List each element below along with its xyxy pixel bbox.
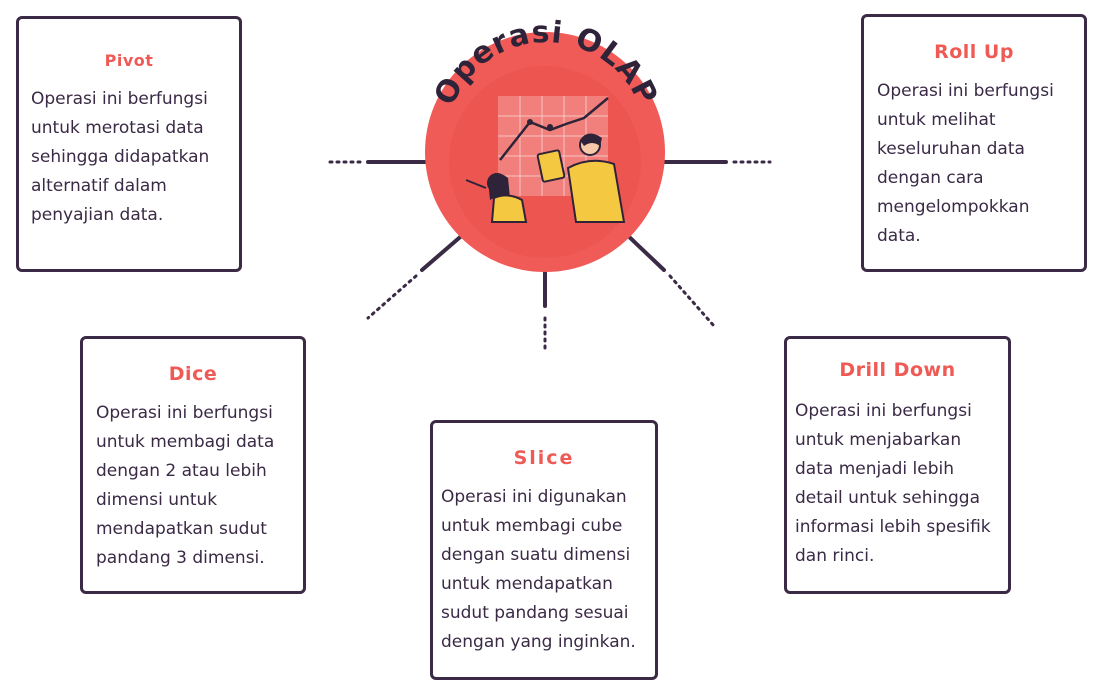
card-title-slice: Slice	[513, 447, 575, 469]
card-dice: Dice Operasi ini berfungsi untuk membagi…	[80, 336, 306, 594]
connector-drill-down	[622, 230, 666, 272]
card-body-dice: Operasi ini berfungsi untuk membagi data…	[96, 403, 275, 568]
card-title-roll-up: Roll Up	[934, 41, 1014, 63]
card-title-drill-down: Drill Down	[839, 359, 956, 381]
people-chart-icon	[465, 96, 626, 223]
connector-drill-down-dots	[668, 274, 716, 328]
card-roll-up: Roll Up Operasi ini berfungsi untuk meli…	[861, 14, 1087, 272]
card-drill-down: Drill Down Operasi ini berfungsi untuk m…	[784, 336, 1011, 594]
card-body-slice: Operasi ini digunakan untuk membagi cube…	[441, 487, 636, 652]
card-title-dice: Dice	[168, 363, 218, 385]
connector-dice	[420, 230, 468, 272]
card-body-pivot: Operasi ini berfungsi untuk merotasi dat…	[31, 89, 210, 225]
card-pivot: Pivot Operasi ini berfungsi untuk merota…	[16, 16, 242, 272]
card-body-drill-down: Operasi ini berfungsi untuk menjabarkan …	[795, 401, 991, 566]
card-body-roll-up: Operasi ini berfungsi untuk melihat kese…	[877, 81, 1054, 246]
card-title-pivot: Pivot	[104, 51, 154, 70]
card-slice: Slice Operasi ini digunakan untuk membag…	[430, 420, 658, 680]
